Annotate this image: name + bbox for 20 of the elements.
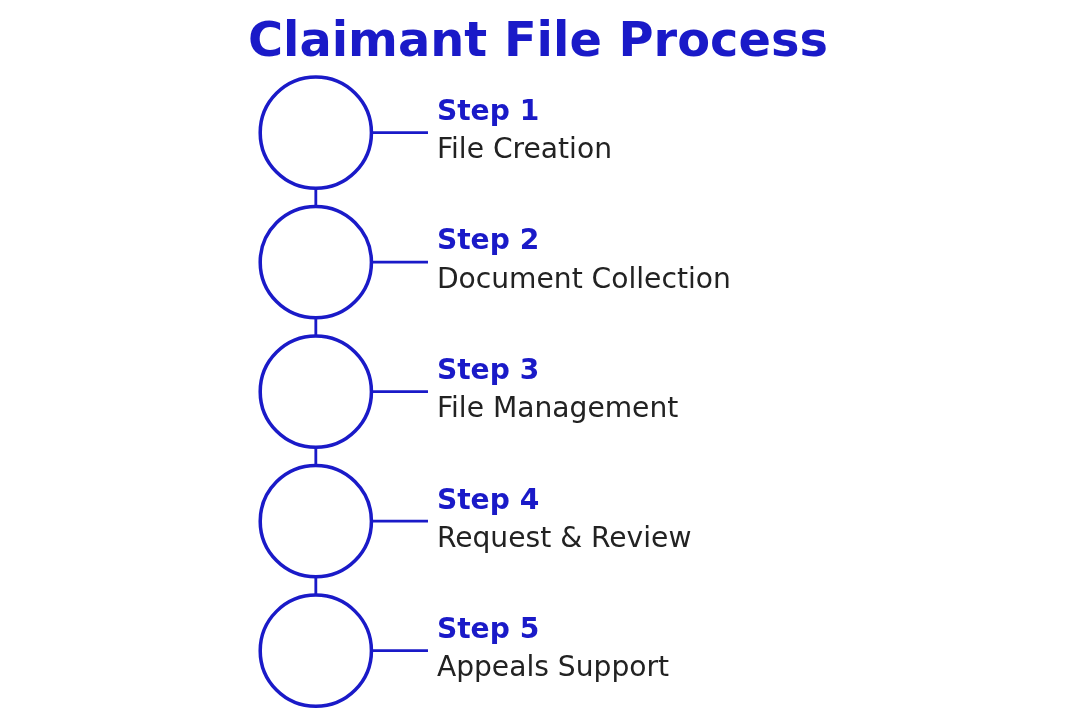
connector bbox=[371, 649, 428, 653]
connector bbox=[314, 577, 318, 595]
connector bbox=[371, 390, 428, 394]
node-text: Step 1 File Creation bbox=[436, 93, 612, 165]
node-circle bbox=[258, 463, 374, 579]
connector bbox=[371, 260, 428, 264]
connector bbox=[314, 447, 318, 466]
node-circle bbox=[258, 75, 374, 190]
node-circle bbox=[258, 204, 374, 320]
node-text: Step 5 Appeals Support bbox=[436, 612, 670, 684]
node-text: Step 3 File Management bbox=[436, 353, 679, 425]
node-text: Step 4 Request & Review bbox=[436, 482, 692, 554]
node-text: Step 2 Document Collection bbox=[436, 223, 731, 295]
connector bbox=[314, 188, 318, 207]
connector bbox=[371, 519, 428, 523]
node-circle bbox=[258, 334, 374, 450]
connector bbox=[314, 318, 318, 336]
connector bbox=[371, 131, 428, 135]
node-circle bbox=[258, 593, 374, 709]
diagram-title: Claimant File Process bbox=[247, 12, 828, 68]
